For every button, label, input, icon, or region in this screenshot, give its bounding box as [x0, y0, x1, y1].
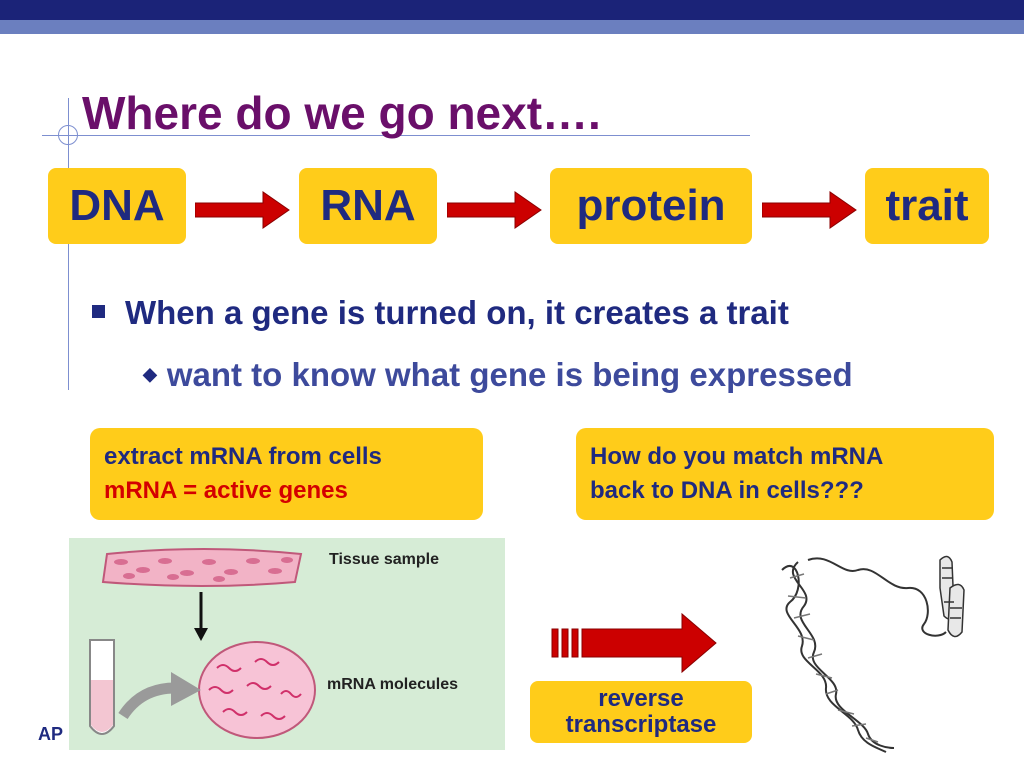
square-bullet-icon [92, 304, 105, 318]
match-question-line2: back to DNA in cells??? [590, 477, 864, 504]
striped-arrow-icon [551, 612, 717, 674]
bullet-level2: ◆ want to know what gene is being express… [143, 356, 853, 394]
flow-arrow-icon [762, 191, 857, 229]
extract-mrna-box: extract mRNA from cells mRNA = active ge… [90, 428, 483, 520]
top-bar [0, 0, 1024, 20]
down-arrow-icon [194, 592, 208, 641]
flow-box-rna: RNA [299, 168, 437, 244]
top-bar-stripe [0, 20, 1024, 34]
bullet-level1-text: When a gene is turned on, it creates a t… [125, 294, 789, 331]
curved-arrow-icon [118, 672, 201, 720]
extract-mrna-text: extract mRNA from cells [104, 443, 382, 470]
flow-box-protein: protein [550, 168, 752, 244]
chromosome-icon [939, 555, 965, 638]
flow-box-trait: trait [865, 168, 989, 244]
reverse-transcriptase-box: reverse transcriptase [530, 681, 752, 743]
mrna-extraction-diagram: Tissue sample mRNA molecules [69, 538, 505, 750]
match-question-line1: How do you match mRNA [590, 443, 884, 470]
mrna-molecules-label: mRNA molecules [327, 676, 458, 693]
footer-ap-label: AP [38, 724, 64, 744]
flow-arrow-icon [447, 191, 542, 229]
bullet-level1: When a gene is turned on, it creates a t… [92, 294, 789, 332]
dna-helix-icon [781, 555, 965, 753]
match-mrna-box: How do you match mRNA back to DNA in cel… [576, 428, 994, 520]
test-tube-icon [89, 639, 115, 735]
margin-rule [68, 98, 69, 390]
flow-box-dna: DNA [48, 168, 186, 244]
flow-arrow-icon [195, 191, 290, 229]
tissue-sample-label: Tissue sample [329, 551, 439, 568]
transcriptase-text: transcriptase [565, 711, 717, 738]
diamond-bullet-icon: ◆ [143, 363, 157, 384]
title-rule [42, 135, 750, 136]
tissue-sample-icon [101, 548, 303, 587]
bullet-level2-text: want to know what gene is being expresse… [166, 356, 853, 393]
active-genes-text: mRNA = active genes [104, 477, 348, 504]
crosshair-circle [58, 125, 78, 145]
slide-title: Where do we go next…. [82, 87, 601, 139]
mrna-cell-icon [198, 641, 316, 739]
reverse-text: reverse [598, 685, 684, 712]
